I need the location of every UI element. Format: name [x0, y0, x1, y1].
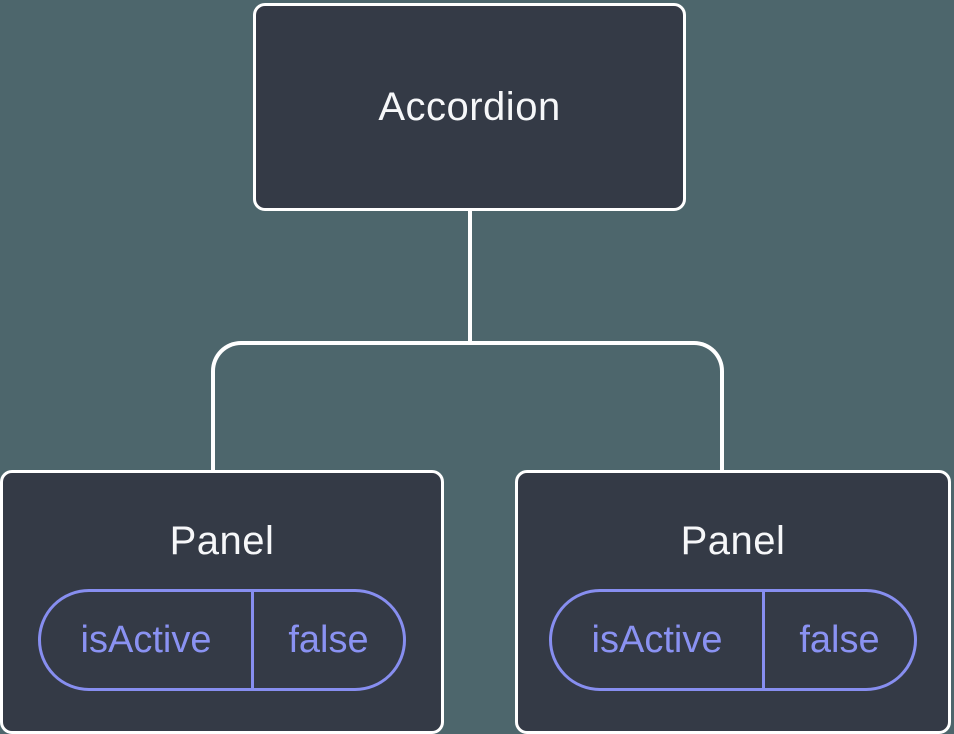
connector-root-stem: [468, 209, 472, 343]
state-name-label: isActive: [591, 618, 723, 661]
state-value-label: false: [799, 618, 880, 661]
node-panel-right: Panel isActive false: [515, 470, 951, 734]
state-value-label: false: [288, 618, 369, 661]
node-panel-right-label: Panel: [680, 519, 786, 563]
node-panel-left-label: Panel: [169, 519, 275, 563]
connector-branch-bracket: [211, 341, 724, 470]
state-pill-left: isActive false: [38, 589, 406, 691]
state-pill-divider: [762, 592, 765, 688]
node-accordion-label: Accordion: [378, 85, 561, 129]
state-name-label: isActive: [80, 618, 212, 661]
state-pill-divider: [251, 592, 254, 688]
node-panel-left: Panel isActive false: [0, 470, 444, 734]
state-pill-right: isActive false: [549, 589, 917, 691]
node-accordion: Accordion: [253, 3, 686, 211]
